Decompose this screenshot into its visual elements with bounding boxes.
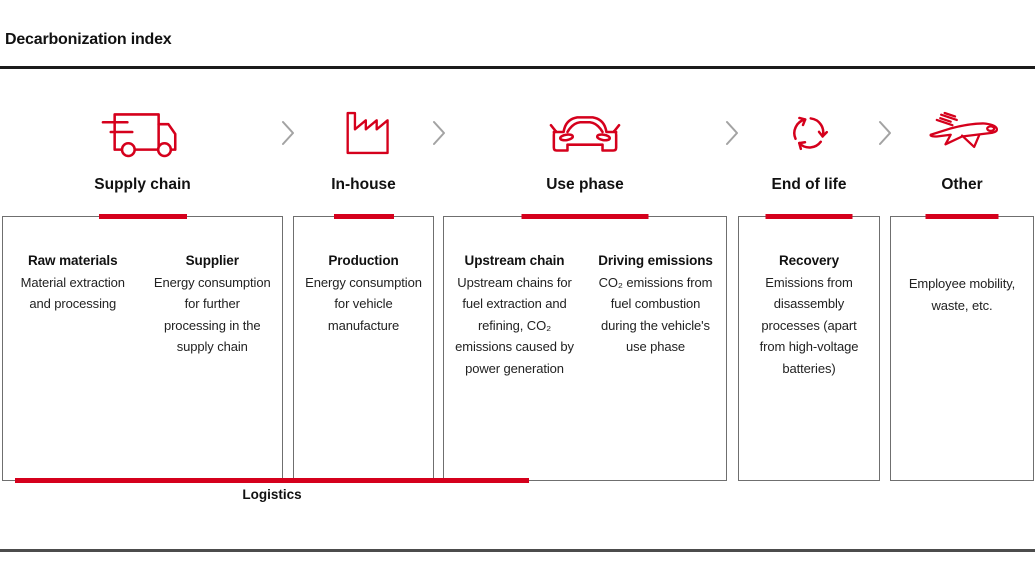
stage-label: Use phase [546, 176, 624, 193]
chevron-right-icon [879, 121, 891, 145]
item-heading: Production [328, 253, 399, 268]
logistics-bar [15, 478, 529, 483]
stage-box: Production Energy consumption for vehicl… [293, 216, 434, 481]
stage-use-phase: Use phase Upstream chain Upstream chains… [443, 100, 727, 481]
box-item: Raw materials Material extraction and pr… [3, 250, 143, 358]
car-icon [443, 100, 727, 166]
stage-box: Recovery Emissions from disassembly proc… [738, 216, 880, 481]
box-item: Driving emissions CO₂ emissions from fue… [585, 250, 726, 379]
header-rule [0, 66, 1035, 69]
stage-other: Other Employee mobility, waste, etc. [890, 100, 1034, 481]
plane-icon [890, 100, 1034, 166]
item-body: Upstream chains for fuel extraction and … [455, 274, 574, 376]
item-heading: Supplier [185, 253, 239, 268]
item-heading: Recovery [779, 253, 839, 268]
item-body: Employee mobility, waste, etc. [908, 276, 1016, 313]
logistics-label: Logistics [242, 487, 302, 502]
stage-label: Supply chain [94, 176, 191, 193]
item-heading: Driving emissions [598, 253, 713, 268]
box-item: Recovery Emissions from disassembly proc… [739, 250, 879, 379]
item-body: Energy consumption for vehicle manufactu… [305, 274, 422, 333]
box-item: Employee mobility, waste, etc. [891, 273, 1033, 316]
box-item: Production Energy consumption for vehicl… [294, 250, 433, 336]
chevron-right-icon [726, 121, 738, 145]
stage-underline [521, 214, 649, 219]
stage-box: Raw materials Material extraction and pr… [2, 216, 283, 481]
stage-underline [925, 214, 999, 219]
chevron-right-icon [282, 121, 294, 145]
stage-supply-chain: Supply chain Raw materials Material extr… [2, 100, 283, 481]
stage-underline [98, 214, 187, 219]
stage-underline [333, 214, 394, 219]
stage-box: Employee mobility, waste, etc. [890, 216, 1034, 481]
item-body: Emissions from disassembly processes (ap… [759, 274, 859, 376]
truck-icon [2, 100, 283, 166]
box-item: Upstream chain Upstream chains for fuel … [444, 250, 585, 379]
stage-label: Other [941, 176, 983, 193]
item-body: Material extraction and processing [20, 274, 125, 312]
page-title: Decarbonization index [5, 31, 172, 48]
item-heading: Upstream chain [464, 253, 565, 268]
item-heading: Raw materials [28, 253, 118, 268]
item-body: CO₂ emissions from fuel combustion durin… [598, 274, 713, 355]
chevron-right-icon [433, 121, 445, 145]
stage-box: Upstream chain Upstream chains for fuel … [443, 216, 727, 481]
bottom-rule [0, 549, 1035, 552]
stage-end-of-life: End of life Recovery Emissions from disa… [738, 100, 880, 481]
stage-label: End of life [771, 176, 847, 193]
recycle-icon [738, 100, 880, 166]
factory-icon [293, 100, 434, 166]
stage-label: In-house [331, 176, 396, 193]
stage-in-house: In-house Production Energy consumption f… [293, 100, 434, 481]
box-item: Supplier Energy consumption for further … [143, 250, 283, 358]
stage-underline [765, 214, 853, 219]
item-body: Energy consumption for further processin… [153, 274, 271, 355]
